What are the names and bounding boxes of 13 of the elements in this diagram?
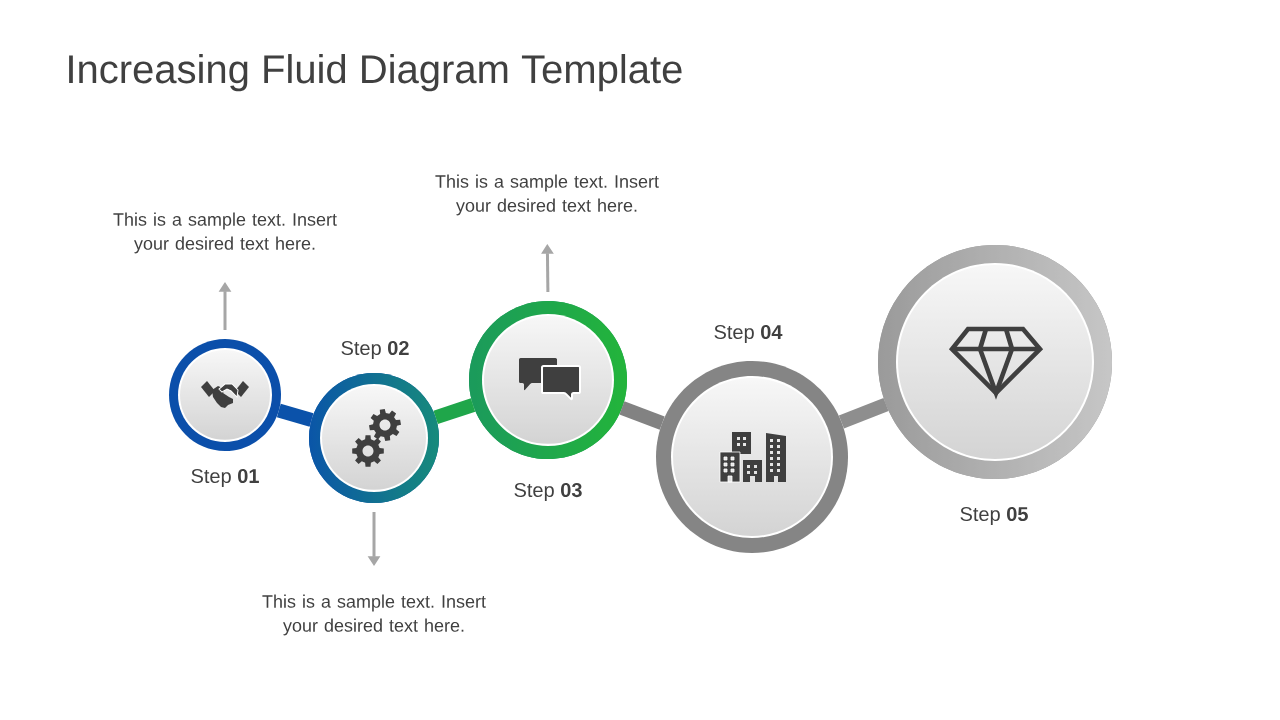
connector xyxy=(276,403,314,427)
connector xyxy=(838,398,889,429)
step-label: Step 01 xyxy=(191,468,259,488)
description-text: This is a sample text. Insert your desired text here. xyxy=(113,212,337,254)
step-label: Step 05 xyxy=(960,506,1028,526)
connector xyxy=(433,398,476,425)
step-label: Step 02 xyxy=(341,340,409,360)
description-text: This is a sample text. Insert your desired text here. xyxy=(435,174,659,216)
step-label: Step 03 xyxy=(514,482,582,502)
title: Increasing Fluid Diagram Template xyxy=(69,54,682,92)
step-label: Step 04 xyxy=(714,324,783,344)
description-text: This is a sample text. Insert your desired text here. xyxy=(262,594,486,636)
connector xyxy=(619,401,665,430)
